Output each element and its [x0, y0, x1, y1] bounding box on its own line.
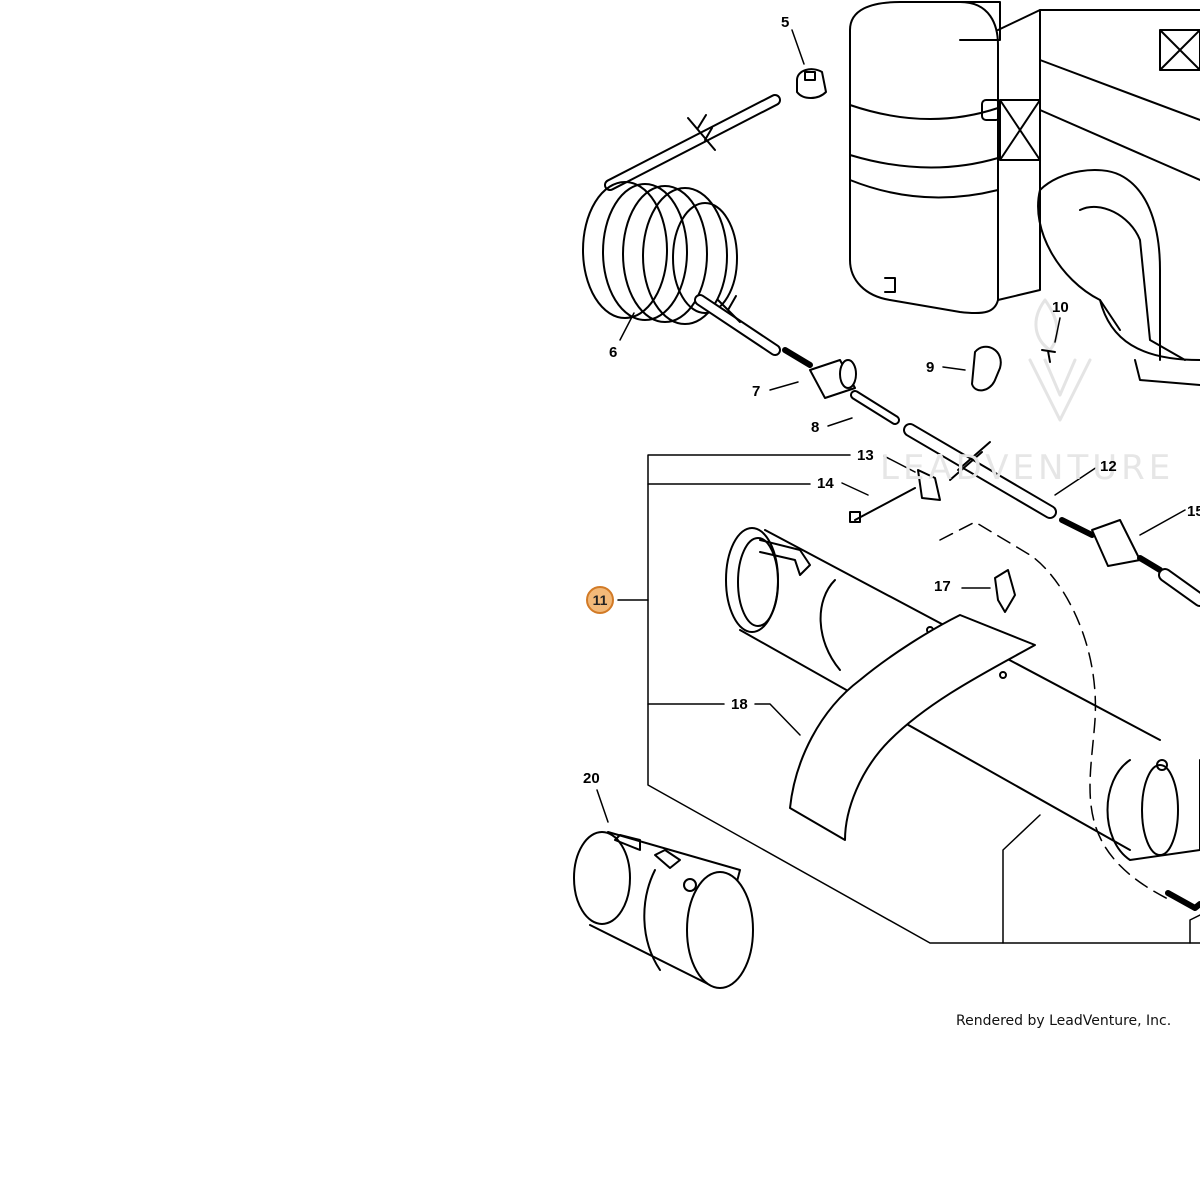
part-10-push-pin[interactable]: [1041, 317, 1061, 363]
part-12-hose[interactable]: [903, 423, 1098, 519]
callout-12[interactable]: 12: [1100, 458, 1117, 475]
part-15-connector[interactable]: [1059, 509, 1200, 607]
callout-5[interactable]: 5: [781, 14, 790, 31]
part-13-clip[interactable]: [883, 455, 941, 501]
watermark-text: LEADVENTURE: [880, 448, 1175, 488]
callout-10[interactable]: 10: [1052, 299, 1069, 316]
blower-housing: [849, 1, 1200, 386]
dashed-wire: [939, 521, 1171, 901]
part-18-sleeve[interactable]: [754, 614, 1036, 841]
watermark-logo: [1028, 298, 1092, 422]
part-17-clip[interactable]: [961, 569, 1016, 613]
part-6-coiled-hose[interactable]: [582, 94, 781, 356]
part-20-coupler[interactable]: [573, 789, 754, 989]
callout-15[interactable]: 15: [1187, 503, 1200, 520]
callout-14[interactable]: 14: [817, 475, 834, 492]
callout-20[interactable]: 20: [583, 770, 600, 787]
render-credit: Rendered by LeadVenture, Inc.: [956, 1013, 1172, 1029]
callout-9[interactable]: 9: [926, 359, 935, 376]
callout-7[interactable]: 7: [752, 383, 761, 400]
callout-18[interactable]: 18: [731, 696, 748, 713]
callout-8[interactable]: 8: [811, 419, 820, 436]
part-8-inline-fitting[interactable]: [827, 390, 900, 427]
callout-6[interactable]: 6: [609, 344, 618, 361]
callout-17[interactable]: 17: [934, 578, 951, 595]
main-tube-assembly[interactable]: [725, 527, 1200, 911]
callout-13[interactable]: 13: [857, 447, 874, 464]
callout-11-highlighted[interactable]: 11: [586, 586, 614, 614]
part-5-fitting[interactable]: [791, 29, 827, 99]
part-9-clamp[interactable]: [942, 345, 1002, 392]
part-14-cable-tie[interactable]: [841, 482, 916, 523]
part-7-connector[interactable]: [769, 347, 857, 399]
callout-11-bracket: [617, 454, 1200, 944]
